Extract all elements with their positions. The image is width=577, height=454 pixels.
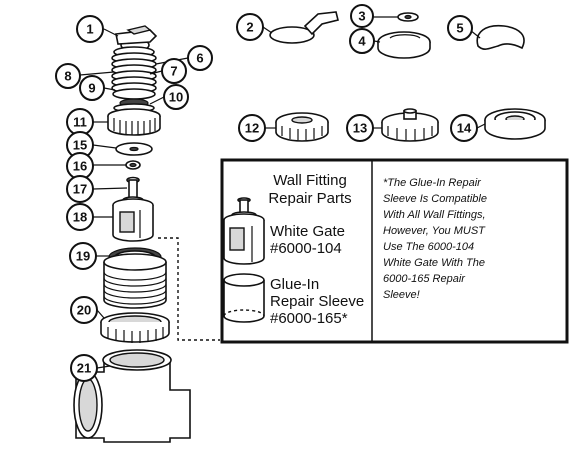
svg-text:2: 2 (246, 20, 253, 35)
svg-text:1: 1 (86, 22, 93, 37)
callout-20: 20 (70, 296, 98, 324)
repair-box-title-line1: Wall Fitting (273, 172, 347, 189)
svg-text:5: 5 (456, 21, 463, 36)
part-16-oring (125, 160, 141, 170)
svg-text:8: 8 (64, 69, 71, 84)
callout-5: 5 (447, 15, 473, 41)
repair-sleeve-name-line1: Glue-In (270, 276, 319, 293)
compatibility-note: *The Glue-In Repair Sleeve Is Compatible… (383, 177, 487, 301)
callout-15: 15 (66, 131, 94, 159)
svg-text:9: 9 (88, 81, 95, 96)
svg-text:12: 12 (245, 121, 259, 136)
part-spring-stack (111, 46, 157, 113)
callout-21: 21 (70, 354, 98, 382)
callout-6: 6 (187, 45, 213, 71)
svg-text:20: 20 (77, 303, 91, 318)
part-2-lever (269, 11, 339, 44)
svg-text:13: 13 (353, 121, 367, 136)
part-20-lock-ring (100, 312, 170, 343)
repair-sleeve-name-line2: Repair Sleeve (270, 293, 364, 310)
callout-4: 4 (349, 28, 375, 54)
svg-text:6: 6 (196, 51, 203, 66)
leader-lines (79, 16, 486, 369)
part-4-cover (377, 31, 431, 59)
svg-text:17: 17 (73, 182, 87, 197)
part-18-gate (112, 198, 154, 242)
part-13-knob (381, 108, 439, 142)
svg-text:18: 18 (73, 210, 87, 225)
svg-text:16: 16 (73, 159, 87, 174)
svg-text:21: 21 (77, 361, 91, 376)
callout-2: 2 (236, 13, 264, 41)
note-line-3: With All Wall Fittings, (383, 209, 486, 221)
part-21-tee-fitting (73, 349, 191, 443)
white-gate-name: White Gate (270, 223, 345, 240)
part-5-cap (476, 24, 525, 50)
part-19-insert (103, 247, 167, 309)
svg-text:10: 10 (169, 90, 183, 105)
svg-text:19: 19 (76, 249, 90, 264)
svg-text:7: 7 (170, 64, 177, 79)
callout-13: 13 (346, 114, 374, 142)
callout-17: 17 (66, 175, 94, 203)
note-line-4: However, You MUST (383, 225, 486, 237)
callout-10: 10 (163, 84, 189, 110)
svg-text:4: 4 (358, 34, 366, 49)
note-line-5: Use The 6000-104 (383, 241, 474, 253)
part-15-disk (115, 142, 153, 156)
svg-text:11: 11 (73, 115, 87, 130)
part-3-screw (397, 12, 419, 22)
callout-3: 3 (350, 4, 374, 28)
repair-box-title-line2: Repair Parts (268, 190, 351, 207)
repair-sleeve-part-number: #6000-165* (270, 310, 348, 327)
svg-text:14: 14 (457, 121, 472, 136)
callout-19: 19 (69, 242, 97, 270)
callout-8: 8 (55, 63, 81, 89)
callout-12: 12 (238, 114, 266, 142)
repair-parts-box: Wall Fitting Repair Parts White Gate #60… (220, 158, 569, 344)
note-line-8: Sleeve! (383, 289, 420, 301)
callout-7: 7 (161, 58, 187, 84)
svg-text:3: 3 (358, 9, 365, 24)
part-12-knob (275, 112, 329, 142)
note-line-1: *The Glue-In Repair (383, 177, 482, 189)
note-line-2: Sleeve Is Compatible (383, 193, 487, 205)
part-14-knob (484, 108, 546, 140)
white-gate-part-number: #6000-104 (270, 240, 342, 257)
callout-18: 18 (66, 203, 94, 231)
note-line-6: White Gate With The (383, 257, 485, 269)
part-11-cap (107, 108, 161, 136)
callout-1: 1 (76, 15, 104, 43)
white-gate-illustration (223, 197, 265, 265)
repair-sleeve-illustration (223, 273, 265, 323)
note-line-7: 6000-165 Repair (383, 273, 466, 285)
callout-9: 9 (79, 75, 105, 101)
callout-14: 14 (450, 114, 478, 142)
svg-text:15: 15 (73, 138, 87, 153)
